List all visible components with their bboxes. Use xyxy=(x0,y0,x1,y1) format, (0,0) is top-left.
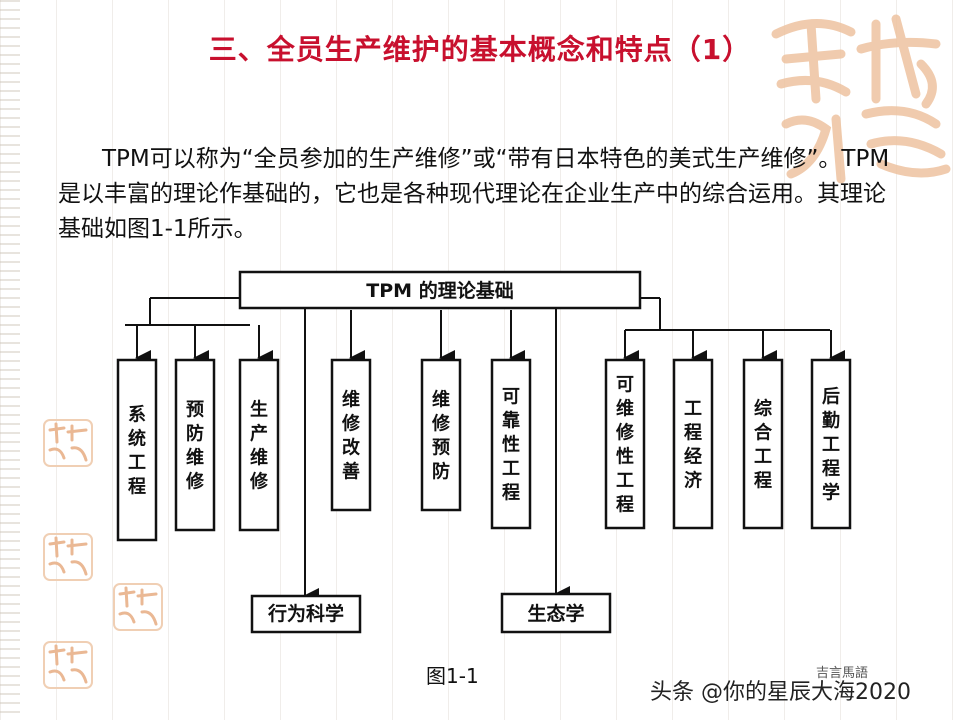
theory-box-char: 改 xyxy=(342,437,361,459)
seal-logo-small-2 xyxy=(43,533,93,581)
theory-box-char: 维 xyxy=(342,389,360,411)
theory-box-char: 程 xyxy=(128,477,146,498)
left-dotted-rule xyxy=(0,0,20,720)
theory-box-char: 系 xyxy=(128,405,146,426)
theory-box-char: 性 xyxy=(502,434,520,456)
theory-box xyxy=(330,358,372,512)
theory-box xyxy=(672,358,714,530)
theory-box-char: 修 xyxy=(615,422,635,444)
theory-box-char: 修 xyxy=(185,471,205,493)
seal-logo-small-4 xyxy=(43,641,93,689)
theory-box-char: 修 xyxy=(249,471,269,493)
theory-box-char: 程 xyxy=(616,495,634,516)
theory-box-char: 济 xyxy=(684,470,703,492)
theory-box-char: 工 xyxy=(128,453,146,474)
theory-box-char: 经 xyxy=(684,446,702,468)
theory-box xyxy=(810,358,852,530)
theory-box xyxy=(238,358,280,532)
seal-logo-small-1 xyxy=(43,419,93,467)
theory-box xyxy=(420,358,462,512)
theory-box-char: 综 xyxy=(754,398,772,420)
slide-title: 三、全员生产维护的基本概念和特点（1） xyxy=(208,33,752,66)
watermark-small: 吉言馬語 xyxy=(816,666,869,681)
theory-box xyxy=(116,358,158,542)
theory-box-char: 学 xyxy=(822,482,840,504)
bottom-box-label: 生态学 xyxy=(527,602,584,625)
theory-box-char: 程 xyxy=(822,459,840,480)
theory-box-char: 工 xyxy=(754,447,772,468)
theory-box-char: 工 xyxy=(822,435,840,456)
theory-box-char: 统 xyxy=(128,428,146,450)
theory-box-char: 防 xyxy=(186,423,204,445)
bottom-box-label: 行为科学 xyxy=(267,602,344,625)
theory-box-char: 工 xyxy=(616,471,634,492)
theory-box-char: 工 xyxy=(684,399,702,420)
figure-caption: 图1-1 xyxy=(426,664,479,688)
bottom-box-ecology xyxy=(500,592,612,634)
theory-box xyxy=(490,358,532,530)
theory-box-char: 可 xyxy=(616,375,634,396)
theory-box xyxy=(604,358,646,530)
theory-box-char: 维 xyxy=(616,398,634,420)
theory-box-char: 后 xyxy=(822,387,840,408)
theory-box-char: 工 xyxy=(502,459,520,480)
theory-box-char: 程 xyxy=(684,423,702,444)
bottom-box-behavior-science xyxy=(250,594,362,634)
theory-box-char: 靠 xyxy=(502,411,520,432)
body-paragraph: TPM可以称为“全员参加的生产维修”或“带有日本特色的美式生产维修”。TPM是以… xyxy=(58,146,890,242)
seal-logo-small-3 xyxy=(113,583,163,631)
theory-box-char: 程 xyxy=(502,483,520,504)
root-label: TPM 的理论基础 xyxy=(366,279,513,302)
theory-box xyxy=(742,358,784,530)
theory-box-char: 预 xyxy=(186,400,204,421)
theory-box-char: 修 xyxy=(341,413,361,435)
theory-box-char: 程 xyxy=(754,471,772,492)
theory-box-char: 性 xyxy=(616,446,634,468)
theory-box-char: 产 xyxy=(250,423,268,445)
theory-box-char: 防 xyxy=(432,461,450,483)
theory-box-char: 预 xyxy=(432,438,450,459)
theory-box-char: 维 xyxy=(432,389,450,411)
theory-box-char: 善 xyxy=(342,461,360,483)
theory-box-char: 修 xyxy=(431,413,451,435)
theory-box-char: 维 xyxy=(250,447,268,469)
theory-box-char: 可 xyxy=(502,387,520,408)
theory-box-char: 勤 xyxy=(822,410,840,432)
toutiao-watermark: 头条 @你的星辰大海2020 xyxy=(650,680,911,705)
root-box xyxy=(238,270,642,310)
theory-box-char: 合 xyxy=(754,422,773,444)
theory-box-char: 生 xyxy=(250,399,268,421)
theory-box xyxy=(174,358,216,532)
seal-logo-large xyxy=(771,14,951,184)
theory-box-char: 维 xyxy=(186,447,204,469)
